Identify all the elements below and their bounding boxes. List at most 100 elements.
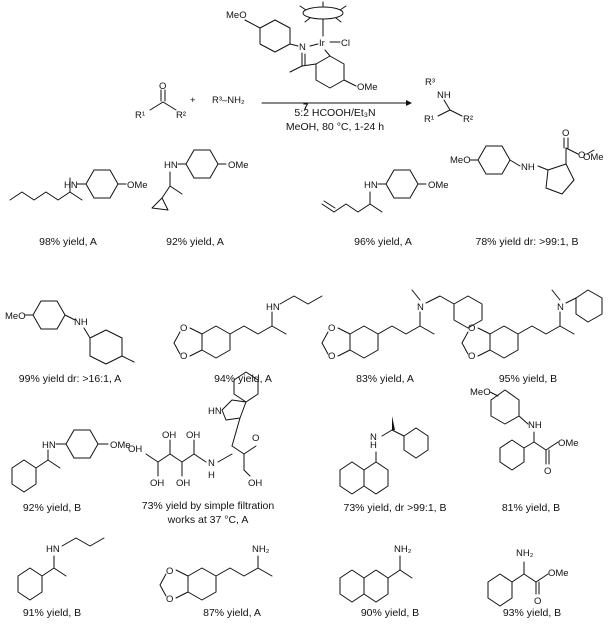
product-8-caption: 95% yield, B <box>498 373 558 385</box>
p16-ome: OMe <box>548 568 569 579</box>
p3-ome: OMe <box>428 180 449 191</box>
p1-hn: HN <box>64 180 78 191</box>
p14-nh2: NH₂ <box>252 544 270 555</box>
product-12-structure: MeO NH O OMe <box>470 387 579 477</box>
product-2-structure: HN OMe <box>151 149 249 211</box>
product-r2: R² <box>463 114 473 125</box>
product-9-structure: HN OMe <box>11 429 131 493</box>
p10-hn-indole: HN <box>208 406 222 417</box>
product-13-caption: 91% yield, B <box>22 607 82 619</box>
product-nh: NH <box>437 90 451 101</box>
product-6-structure: O O HN <box>173 295 323 362</box>
amine-reagent: R³–NH₂ <box>212 95 245 106</box>
p10-oh-3: OH <box>162 430 176 441</box>
product-10-structure: HN O OH H N OH OH OH OH OH <box>128 371 262 489</box>
product-3-caption: 96% yield, A <box>354 236 412 248</box>
p10-ho: OH <box>128 444 142 455</box>
p12-ome: OMe <box>558 438 579 449</box>
product-7-structure: O O N <box>321 289 483 362</box>
product-r1: R¹ <box>424 114 434 125</box>
p16-nh2: NH₂ <box>516 548 534 559</box>
ir-atom: Ir <box>319 38 325 49</box>
p4-o-carbonyl: O <box>562 128 569 139</box>
p13-hn: HN <box>46 544 60 555</box>
product-5-caption: 99% yield dr: >16:1, A <box>18 373 122 385</box>
product-11-caption: 73% yield, dr >99:1, B <box>343 502 447 514</box>
p7-o1: O <box>328 323 335 334</box>
product-9-caption: 92% yield, B <box>22 502 82 514</box>
p8-o2: O <box>468 351 475 362</box>
product-4-structure: MeO NH O O OMe <box>450 128 604 195</box>
p4-meo: MeO <box>450 155 471 166</box>
p10-oh-1: OH <box>186 430 200 441</box>
p11-h: H <box>370 440 377 451</box>
p10-h: H <box>208 470 215 481</box>
product-16-structure: NH₂ O OMe <box>487 548 569 607</box>
product-16-caption: 93% yield, B <box>502 607 562 619</box>
product-12-caption: 81% yield, B <box>501 502 561 514</box>
ketone-r2: R² <box>176 110 186 121</box>
p7-o2: O <box>328 351 335 362</box>
product-13-structure: HN <box>17 537 105 601</box>
p1-ome: OMe <box>127 180 148 191</box>
ketone-r1: R¹ <box>135 110 145 121</box>
p5-meo: MeO <box>5 311 26 322</box>
p15-nh2: NH₂ <box>394 544 412 555</box>
product-8-structure: O O N <box>461 289 603 362</box>
p4-ome: OMe <box>583 152 604 163</box>
product-5-structure: MeO NH <box>5 300 135 365</box>
catalyst-number: 7 <box>303 102 308 113</box>
p3-hn: HN <box>364 180 378 191</box>
product-1-structure: HN OMe <box>9 169 148 201</box>
catalyst-meo: MeO <box>226 10 247 21</box>
catalyst-n: N <box>299 42 306 53</box>
cl-atom: Cl <box>341 38 350 49</box>
product-11-structure: H N <box>339 416 429 495</box>
catalyst-7-structure: Ir Cl MeO N OMe <box>226 1 378 93</box>
p10-oh-2: OH <box>176 478 190 489</box>
product-2-caption: 92% yield, A <box>166 236 224 248</box>
p14-o2: O <box>166 594 173 605</box>
general-product-structure: R³ NH R¹ R² <box>424 77 473 125</box>
p12-o-carbonyl: O <box>544 466 551 477</box>
product-10-caption-line1: 73% yield by simple filtration <box>141 500 275 512</box>
product-4-caption: 78% yield dr: >99:1, B <box>475 236 579 248</box>
p12-meo: MeO <box>470 387 491 398</box>
product-7-caption: 83% yield, A <box>356 373 414 385</box>
product-r3: R³ <box>425 77 435 88</box>
p2-hn: HN <box>164 160 178 171</box>
p16-o-carbonyl: O <box>534 596 541 607</box>
product-10-caption-line2: works at 37 °C, A <box>167 514 249 526</box>
p6-hn: HN <box>266 302 280 313</box>
p12-nh: NH <box>528 420 542 431</box>
p8-o1: O <box>468 323 475 334</box>
p6-o2: O <box>180 351 187 362</box>
p9-hn: HN <box>42 440 56 451</box>
p7-n: N <box>417 302 424 313</box>
product-15-structure: NH₂ <box>339 544 413 603</box>
ketone-structure: O R¹ R² <box>135 81 186 121</box>
p14-o1: O <box>166 566 173 577</box>
p2-ome: OMe <box>228 160 249 171</box>
p4-nh: NH <box>521 162 535 173</box>
p10-o: O <box>252 433 259 444</box>
product-14-structure: O O NH₂ <box>159 544 273 605</box>
product-1-caption: 98% yield, A <box>39 236 97 248</box>
ketone-o: O <box>159 81 166 92</box>
p11-n: N <box>370 432 377 443</box>
product-3-structure: HN OMe <box>321 169 449 213</box>
plus-sign: + <box>190 95 196 106</box>
p6-o1: O <box>180 323 187 334</box>
product-6-caption: 94% yield, A <box>214 373 272 385</box>
p10-n: N <box>208 458 215 469</box>
p4-o-ester: O <box>578 150 585 161</box>
product-15-caption: 90% yield, B <box>360 607 420 619</box>
p10-oh-4: OH <box>150 478 164 489</box>
p5-nh: NH <box>74 317 88 328</box>
product-14-caption: 87% yield, A <box>203 607 261 619</box>
condition-line-2: MeOH, 80 °C, 1-24 h <box>285 121 385 133</box>
catalyst-ome: OMe <box>357 82 378 93</box>
p10-oh-acid: OH <box>248 478 262 489</box>
p9-ome: OMe <box>110 440 131 451</box>
